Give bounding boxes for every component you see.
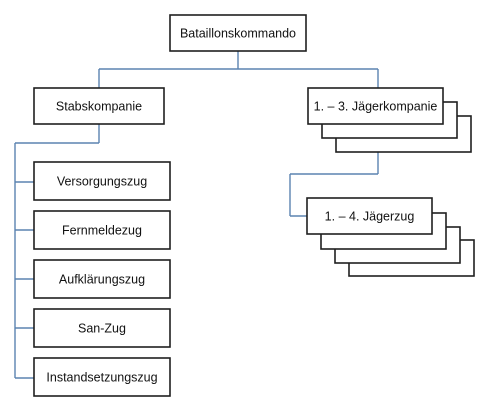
node-platoon-5-label: Instandsetzungszug xyxy=(46,371,157,385)
node-platoon-2: Fernmeldezug xyxy=(33,210,171,250)
node-platoon-4-label: San-Zug xyxy=(78,322,126,336)
node-root: Bataillonskommando xyxy=(169,14,307,52)
node-rifle-platoons-label: 1. – 4. Jägerzug xyxy=(325,210,415,224)
node-staff-company-label: Stabskompanie xyxy=(56,100,142,114)
node-rifle-platoons: 1. – 4. Jägerzug xyxy=(306,197,475,277)
node-platoon-2-label: Fernmeldezug xyxy=(62,224,142,238)
node-root-label: Bataillonskommando xyxy=(180,27,296,41)
node-platoon-1: Versorgungszug xyxy=(33,161,171,201)
node-platoon-4: San-Zug xyxy=(33,308,171,348)
connectors xyxy=(14,51,379,379)
node-rifle-companies-label: 1. – 3. Jägerkompanie xyxy=(314,100,438,114)
node-rifle-companies: 1. – 3. Jägerkompanie xyxy=(307,87,472,153)
node-platoon-5: Instandsetzungszug xyxy=(33,357,171,397)
stack-layer-1 xyxy=(306,197,433,235)
node-platoon-3: Aufklärungszug xyxy=(33,259,171,299)
stack-layer-1 xyxy=(307,87,444,125)
node-platoon-3-label: Aufklärungszug xyxy=(59,273,145,287)
node-platoon-1-label: Versorgungszug xyxy=(57,175,147,189)
node-staff-company: Stabskompanie xyxy=(33,87,165,125)
